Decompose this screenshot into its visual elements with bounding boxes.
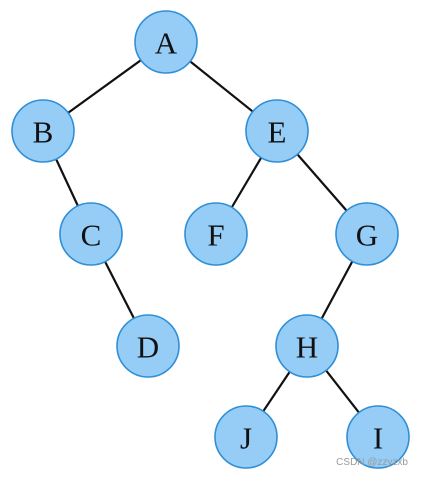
tree-node-g: G bbox=[335, 202, 399, 266]
node-circle-j bbox=[214, 405, 278, 469]
node-circle-c bbox=[59, 202, 123, 266]
node-circle-g bbox=[335, 202, 399, 266]
node-label-e: E bbox=[268, 115, 287, 150]
node-circle-d bbox=[116, 314, 180, 378]
tree-node-b: B bbox=[11, 99, 75, 163]
tree-node-i: I bbox=[346, 405, 410, 469]
node-circle-f bbox=[184, 202, 248, 266]
node-label-g: G bbox=[356, 218, 378, 253]
node-label-a: A bbox=[155, 26, 178, 61]
tree-node-e: E bbox=[245, 99, 309, 163]
node-circle-e bbox=[245, 99, 309, 163]
node-label-j: J bbox=[240, 421, 252, 456]
node-circle-a bbox=[134, 10, 198, 74]
node-circle-i bbox=[346, 405, 410, 469]
node-label-b: B bbox=[33, 115, 54, 150]
nodes-layer: A B E C F G D H J I bbox=[11, 10, 410, 469]
tree-node-h: H bbox=[275, 314, 339, 378]
tree-node-f: F bbox=[184, 202, 248, 266]
tree-node-a: A bbox=[134, 10, 198, 74]
node-label-h: H bbox=[296, 330, 318, 365]
node-label-f: F bbox=[207, 218, 224, 253]
node-circle-b bbox=[11, 99, 75, 163]
tree-node-d: D bbox=[116, 314, 180, 378]
node-label-c: C bbox=[81, 218, 102, 253]
watermark: CSDN @zzyzxb bbox=[336, 457, 408, 468]
node-circle-h bbox=[275, 314, 339, 378]
tree-node-j: J bbox=[214, 405, 278, 469]
node-label-i: I bbox=[373, 421, 383, 456]
node-label-d: D bbox=[137, 330, 159, 365]
tree-node-c: C bbox=[59, 202, 123, 266]
